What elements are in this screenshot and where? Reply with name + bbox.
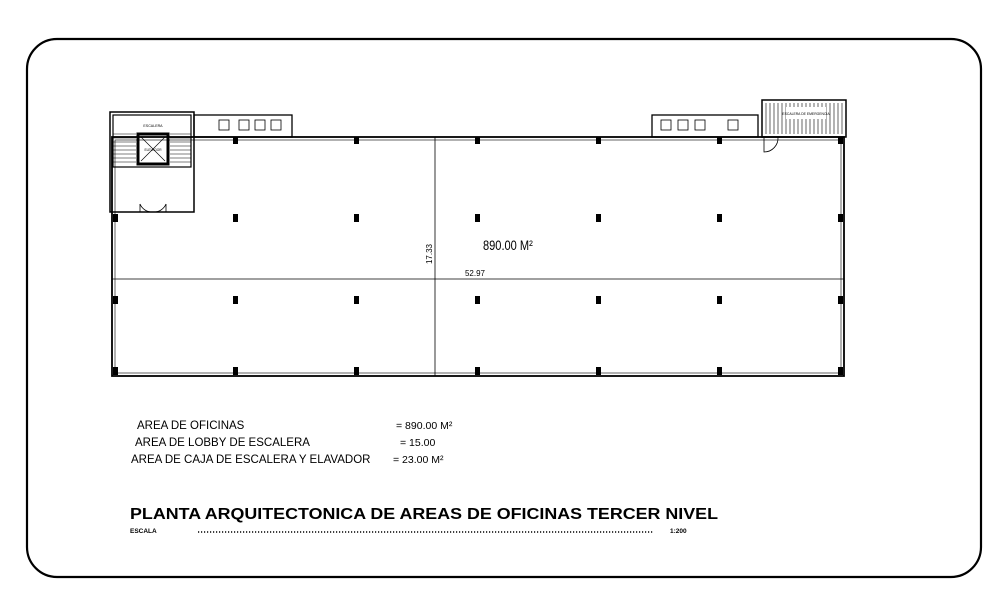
- drawing-title: PLANTA ARQUITECTONICA DE AREAS DE OFICIN…: [130, 506, 718, 523]
- scale-label: ESCALA: [130, 528, 157, 535]
- area-row-2-value: = 15.00: [400, 437, 435, 449]
- area-row-1-label: AREA DE OFICINAS: [137, 420, 245, 432]
- elevator-shaft: [136, 132, 170, 166]
- office-area-label: 890.00 M²: [483, 238, 533, 253]
- elevator-label: ELEVADOR: [144, 148, 162, 152]
- office-area-inner-wall: [114, 139, 842, 374]
- emergency-stair-block-right: ESCALERA DE EMERGENCIA: [761, 99, 847, 153]
- structural-columns: [113, 137, 843, 375]
- stair-right-label: ESCALERA DE EMERGENCIA: [782, 112, 830, 116]
- sheet-border: [25, 37, 983, 579]
- floor-plan: ESCALERA ELEVADOR: [109, 99, 847, 377]
- emergency-door-swing: [763, 136, 779, 153]
- stair-treads-left: [113, 133, 191, 163]
- area-row-3-value: = 23.00 M²: [393, 454, 444, 466]
- title-block: PLANTA ARQUITECTONICA DE AREAS DE OFICIN…: [130, 506, 718, 535]
- stair-left-label: ESCALERA: [143, 124, 163, 128]
- office-area-outline: [111, 136, 845, 377]
- dimension-horizontal: 52.97: [465, 269, 486, 278]
- lobby-double-door: [139, 203, 167, 213]
- window-strip-right: [651, 114, 759, 138]
- area-schedule: AREA DE OFICINAS = 890.00 M² AREA DE LOB…: [131, 420, 453, 466]
- scale-value: 1:200: [670, 528, 687, 535]
- dimension-vertical: 17.33: [425, 243, 434, 264]
- area-row-2-label: AREA DE LOBBY DE ESCALERA: [135, 437, 310, 449]
- window-strip-left: [193, 114, 293, 138]
- area-row-1-value: = 890.00 M²: [396, 420, 453, 432]
- area-row-3-label: AREA DE CAJA DE ESCALERA Y ELAVADOR: [131, 454, 370, 466]
- stair-elevator-block-left: ESCALERA ELEVADOR: [109, 111, 195, 213]
